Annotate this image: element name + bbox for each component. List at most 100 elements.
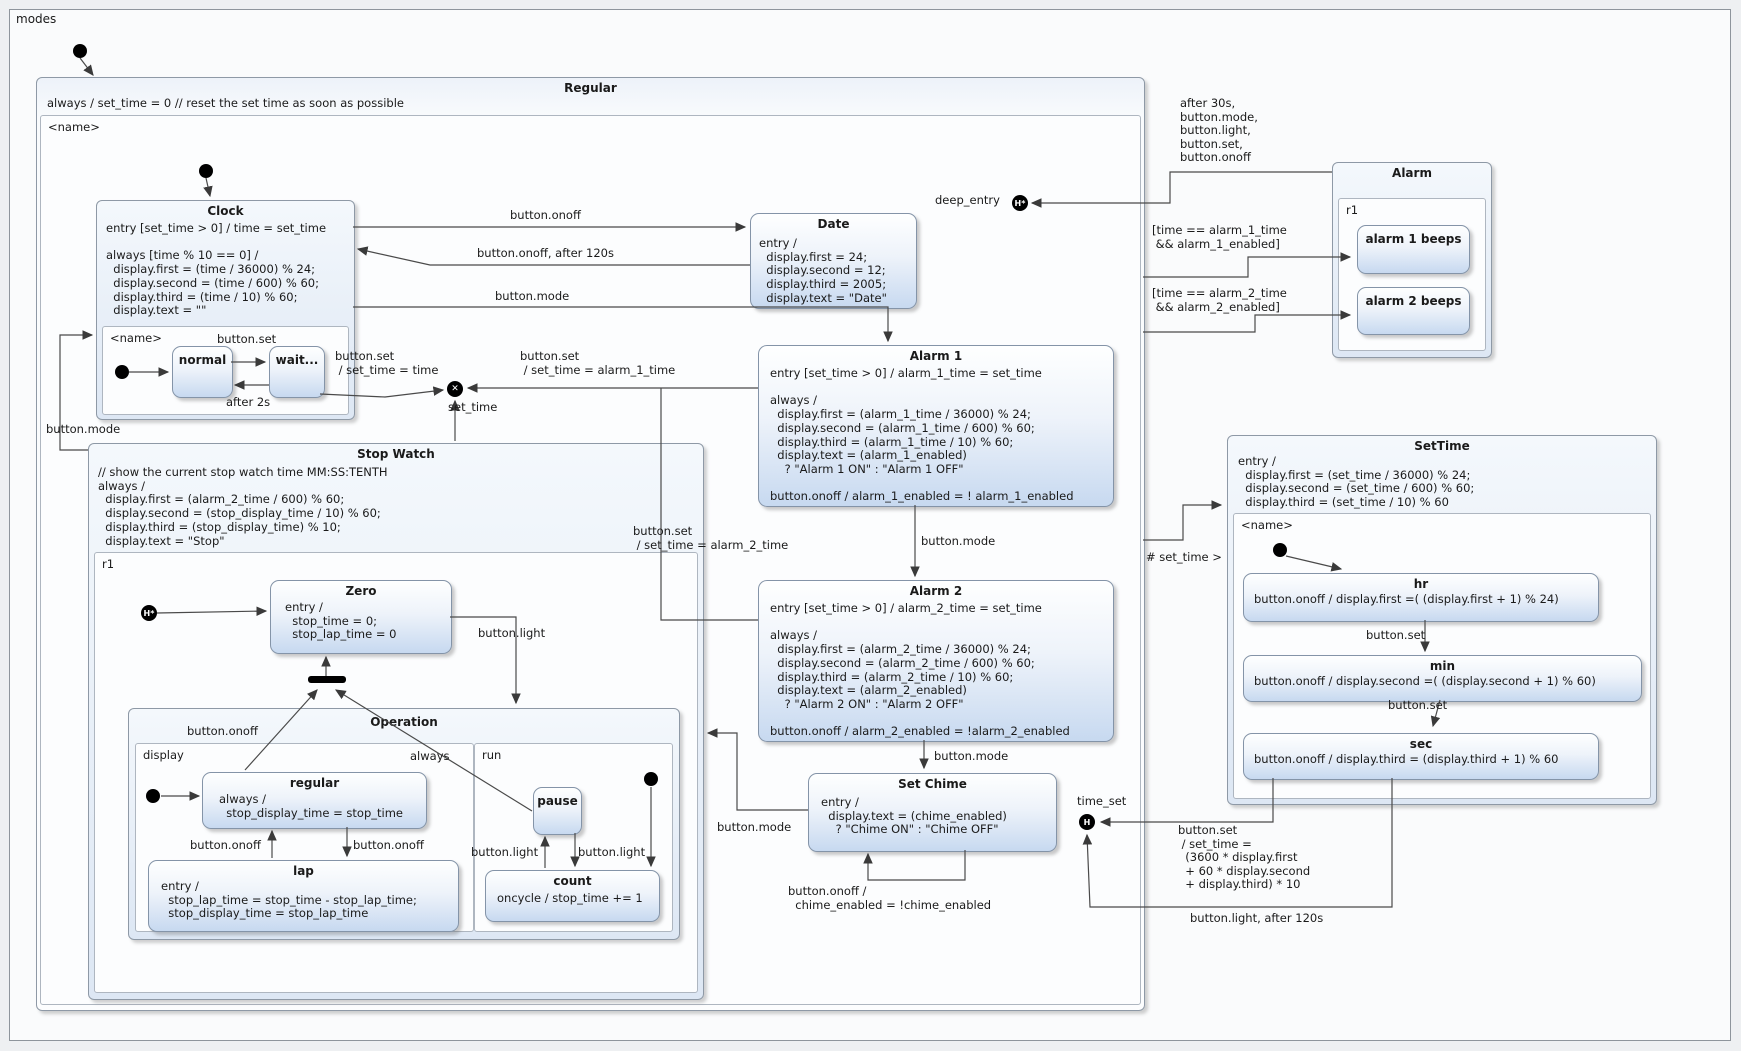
deep-history-icon[interactable]: H* xyxy=(141,605,157,621)
label-setchime-stopwatch[interactable]: button.mode xyxy=(717,820,792,834)
initial-state-root[interactable] xyxy=(73,44,87,58)
transition-setchime-self[interactable] xyxy=(863,850,966,881)
label-regular-join[interactable]: button.onoff xyxy=(187,724,258,738)
transition-stopwatch-clock[interactable] xyxy=(59,330,94,451)
state-set-chime-behavior: entry / display.text = (chime_enabled) ?… xyxy=(821,795,1007,837)
label-lap-regular[interactable]: button.onoff xyxy=(190,838,261,852)
state-lap[interactable]: lap entry / stop_lap_time = stop_time - … xyxy=(148,860,459,932)
deep-entry-history-icon[interactable]: H* xyxy=(1012,195,1028,211)
state-clock-title: Clock xyxy=(207,204,244,218)
state-alarm-2-title: Alarm 2 xyxy=(909,584,963,598)
region-stop-watch-r1-label: r1 xyxy=(102,557,115,571)
transition-init-hr[interactable] xyxy=(1285,555,1343,572)
initial-state-regular-region[interactable] xyxy=(199,164,213,178)
label-alarm-deepentry[interactable]: after 30s, button.mode, button.light, bu… xyxy=(1180,96,1258,164)
transition-min-sec[interactable] xyxy=(1430,699,1441,728)
state-normal[interactable]: normal xyxy=(172,346,233,398)
label-exit-settime[interactable]: # set_time > xyxy=(1146,550,1222,564)
label-count-pause[interactable]: button.light xyxy=(471,845,539,859)
transition-guard-alarm1beeps[interactable] xyxy=(1143,252,1352,278)
state-alarm-1-beeps-title: alarm 1 beeps xyxy=(1365,232,1462,246)
join-bar[interactable] xyxy=(308,676,346,683)
state-regular-sub-behavior: always / stop_display_time = stop_time xyxy=(219,792,403,820)
region-operation-run-label: run xyxy=(482,748,502,762)
label-alarm2-setchime[interactable]: button.mode xyxy=(934,749,1009,763)
label-normal-wait[interactable]: button.set xyxy=(217,332,277,346)
label-wait-exit[interactable]: button.set / set_time = time xyxy=(335,349,439,377)
label-time-set[interactable]: time_set xyxy=(1077,794,1127,808)
state-alarm-title: Alarm xyxy=(1392,166,1432,180)
label-clock-date[interactable]: button.onoff xyxy=(510,208,581,222)
state-alarm-1-beeps[interactable]: alarm 1 beeps xyxy=(1357,225,1470,274)
initial-state-display-region[interactable] xyxy=(146,789,160,803)
state-hr[interactable]: hr button.onoff / display.first =( (disp… xyxy=(1243,573,1599,622)
label-clock-alarm1[interactable]: button.mode xyxy=(495,289,570,303)
state-hr-behavior: button.onoff / display.first =( (display… xyxy=(1254,592,1559,606)
state-stop-watch-behavior: // show the current stop watch time MM:S… xyxy=(98,465,388,548)
state-alarm-1[interactable]: Alarm 1 entry [set_time > 0] / alarm_1_t… xyxy=(758,345,1114,507)
transition-history-zero[interactable] xyxy=(156,606,268,616)
transition-settime-timeset-light[interactable] xyxy=(1082,778,1393,908)
transition-pause-join[interactable] xyxy=(334,689,533,812)
state-regular-sub[interactable]: regular always / stop_display_time = sto… xyxy=(202,772,427,829)
transition-regular-join[interactable] xyxy=(244,689,318,771)
state-normal-title: normal xyxy=(178,353,227,367)
label-alarm2-exit[interactable]: button.set / set_time = alarm_2_time xyxy=(633,524,789,552)
state-zero-title: Zero xyxy=(345,584,377,598)
transition-settime-timeset-set[interactable] xyxy=(1099,778,1274,827)
state-pause[interactable]: pause xyxy=(533,787,582,835)
transition-zero-operation[interactable] xyxy=(450,616,521,705)
transition-clock-alarm1[interactable] xyxy=(353,306,893,343)
label-alarm1-alarm2[interactable]: button.mode xyxy=(921,534,996,548)
label-date-clock[interactable]: button.onoff, after 120s xyxy=(477,246,614,260)
state-date-title: Date xyxy=(817,217,850,231)
state-set-time-behavior: entry / display.first = (set_time / 3600… xyxy=(1238,454,1475,510)
state-count[interactable]: count oncycle / stop_time += 1 xyxy=(485,870,660,922)
label-alarm1-exit[interactable]: button.set / set_time = alarm_1_time xyxy=(520,349,676,377)
initial-state-settime-region[interactable] xyxy=(1273,543,1287,557)
state-set-chime[interactable]: Set Chime entry / display.text = (chime_… xyxy=(808,773,1057,852)
state-sec[interactable]: sec button.onoff / display.third = (disp… xyxy=(1243,733,1599,780)
transition-exit-settime[interactable] xyxy=(1143,500,1223,541)
state-wait[interactable]: wait... xyxy=(269,346,325,398)
initial-state-clock-region[interactable] xyxy=(115,365,129,379)
time-set-history-icon[interactable]: H xyxy=(1079,814,1095,830)
state-alarm-2-beeps-title: alarm 2 beeps xyxy=(1365,294,1462,308)
transition-init-regular[interactable] xyxy=(79,57,94,76)
state-alarm-2-beeps[interactable]: alarm 2 beeps xyxy=(1357,287,1470,335)
label-pause-count[interactable]: button.light xyxy=(578,845,646,859)
transition-guard-alarm2beeps[interactable] xyxy=(1143,310,1352,333)
label-pause-join[interactable]: always xyxy=(410,749,450,763)
region-set-time-label: <name> xyxy=(1241,518,1293,532)
label-hr-min[interactable]: button.set xyxy=(1366,628,1426,642)
label-regular-lap[interactable]: button.onoff xyxy=(353,838,424,852)
region-operation-display-label: display xyxy=(143,748,184,762)
transition-alarm-deepentry[interactable] xyxy=(1030,171,1332,208)
label-zero-operation[interactable]: button.light xyxy=(478,626,546,640)
label-wait-normal[interactable]: after 2s xyxy=(226,395,271,409)
state-pause-title: pause xyxy=(537,794,578,808)
exit-point-icon[interactable]: ✕ xyxy=(447,381,463,397)
label-guard-alarm2[interactable]: [time == alarm_2_time && alarm_2_enabled… xyxy=(1152,286,1287,314)
label-exit-point[interactable]: set_time xyxy=(448,400,498,414)
state-min[interactable]: min button.onoff / display.second =( (di… xyxy=(1243,655,1642,702)
transition-wait-exit[interactable] xyxy=(319,386,445,398)
label-setchime-self[interactable]: button.onoff / chime_enabled = !chime_en… xyxy=(788,884,992,912)
transition-alarm2-exit[interactable] xyxy=(660,388,758,621)
label-stopwatch-clock[interactable]: button.mode xyxy=(46,422,121,436)
label-min-sec[interactable]: button.set xyxy=(1388,698,1448,712)
diagram-root-label: modes xyxy=(16,12,57,26)
state-date-behavior: entry / display.first = 24; display.seco… xyxy=(759,236,887,305)
state-lap-title: lap xyxy=(293,864,314,878)
transition-setchime-stopwatch[interactable] xyxy=(706,728,808,811)
label-deep-entry[interactable]: deep_entry xyxy=(935,193,1000,207)
label-settime-timeset-light[interactable]: button.light, after 120s xyxy=(1190,911,1324,925)
initial-state-run-region[interactable] xyxy=(644,772,658,786)
state-regular-behavior: always / set_time = 0 // reset the set t… xyxy=(47,96,404,110)
transition-init-clock[interactable] xyxy=(203,177,213,198)
state-alarm-2[interactable]: Alarm 2 entry [set_time > 0] / alarm_2_t… xyxy=(758,580,1114,742)
state-date[interactable]: Date entry / display.first = 24; display… xyxy=(750,213,917,309)
label-guard-alarm1[interactable]: [time == alarm_1_time && alarm_1_enabled… xyxy=(1152,223,1287,251)
label-settime-timeset-set[interactable]: button.set / set_time = (3600 * display.… xyxy=(1178,823,1311,891)
transition-date-clock[interactable] xyxy=(356,246,750,266)
